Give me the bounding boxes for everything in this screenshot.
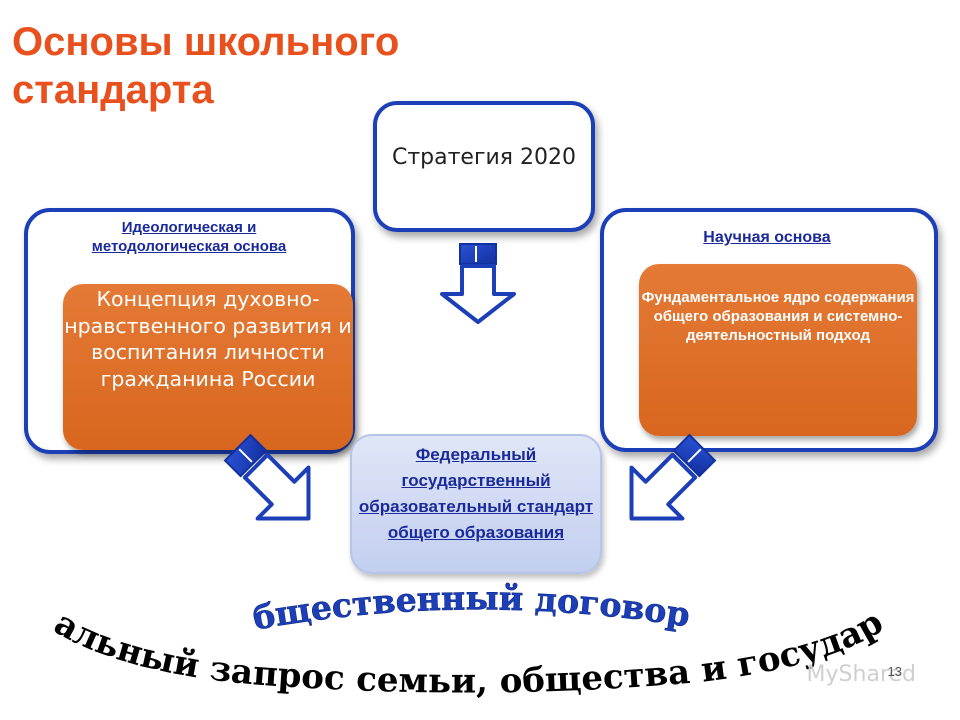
fgos-box: Федеральный государственный образователь… — [350, 434, 602, 574]
concept-text: Концепция духовно-нравственного развития… — [64, 287, 352, 391]
strategy-box: Стратегия 2020 — [373, 101, 595, 232]
watermark-text: MyShared — [806, 662, 916, 687]
fgos-link[interactable]: Федеральный государственный образователь… — [358, 445, 594, 542]
down-arrow-icon — [440, 243, 516, 324]
left-diagonal-arrow-icon — [223, 433, 311, 521]
ideology-heading-link[interactable]: Идеологическая и методологическая основа — [91, 219, 287, 255]
fundamental-core-text: Фундаментальное ядро содержания общего о… — [641, 289, 915, 344]
science-heading-link[interactable]: Научная основа — [703, 229, 831, 246]
page-title: Основы школьного стандарта — [12, 20, 400, 112]
fundamental-core-box: Фундаментальное ядро содержания общего о… — [639, 264, 917, 436]
slogan-line-1: общественный договор – — [0, 0, 693, 638]
right-diagonal-arrow-icon — [629, 433, 717, 521]
page-number: 13 — [887, 664, 902, 679]
concept-box: Концепция духовно-нравственного развития… — [63, 284, 353, 450]
strategy-text: Стратегия 2020 — [377, 143, 591, 173]
strategy-label: Стратегия 2020 — [391, 145, 577, 170]
